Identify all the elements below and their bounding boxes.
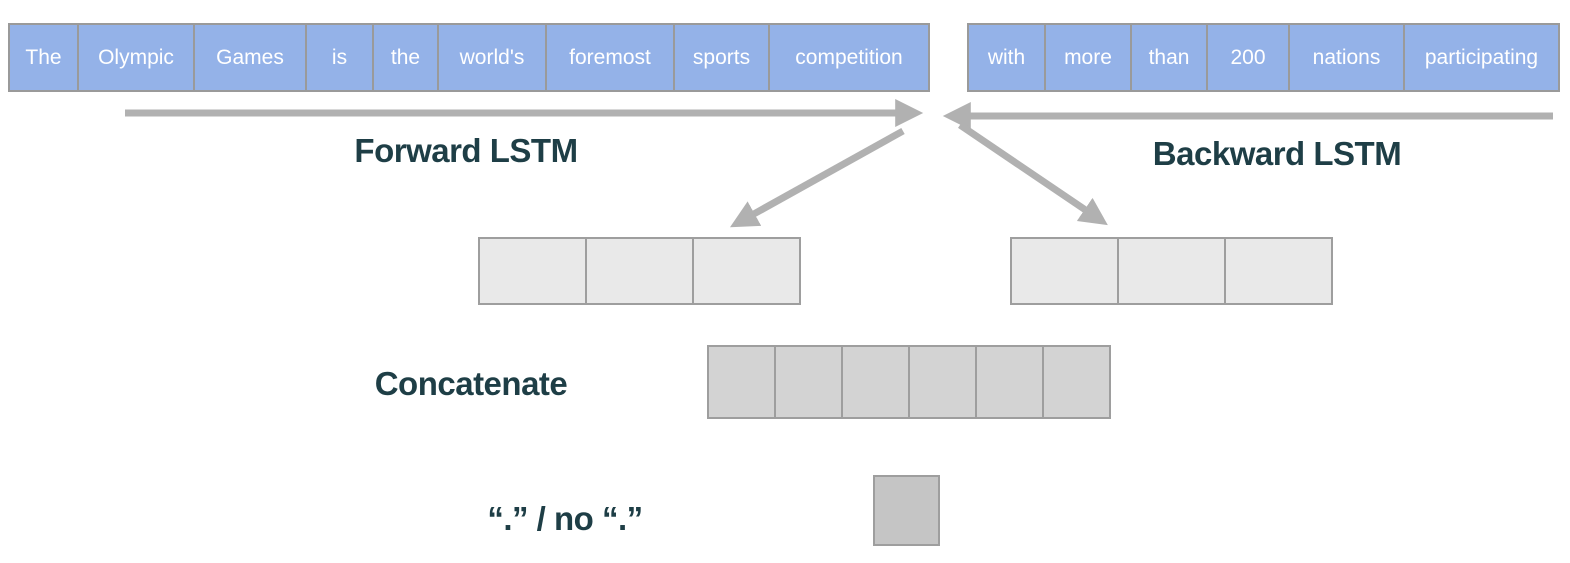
word-cell: nations [1288, 23, 1405, 92]
concat-cell [707, 345, 776, 419]
word-cell: competition [768, 23, 930, 92]
word-cell: sports [673, 23, 770, 92]
concat-cell [1042, 345, 1111, 419]
left-hidden-state-row [478, 237, 801, 305]
concat-cell [774, 345, 843, 419]
hidden-state-cell [1117, 237, 1226, 305]
hidden-state-cell [585, 237, 694, 305]
word-cell: foremost [545, 23, 675, 92]
hidden-state-cell [1224, 237, 1333, 305]
backward-lstm-label: Backward LSTM [1152, 135, 1402, 172]
word-cell: participating [1403, 23, 1560, 92]
word-cell: with [967, 23, 1046, 92]
arrow-to-left-hidden-states [729, 127, 905, 228]
word-cell: than [1130, 23, 1208, 92]
output-cell [873, 475, 940, 546]
arrow-to-right-hidden-states [958, 122, 1108, 226]
word-cell: 200 [1206, 23, 1290, 92]
forward-lstm-label: Forward LSTM [354, 132, 578, 169]
hidden-state-cell [1010, 237, 1119, 305]
concat-cell [841, 345, 910, 419]
word-cell: Olympic [77, 23, 195, 92]
word-cell: world's [437, 23, 547, 92]
output-box [873, 475, 940, 546]
output-classes-label: “.” / no “.” [487, 500, 643, 537]
word-cell: is [305, 23, 374, 92]
word-cell: Games [193, 23, 307, 92]
word-cell: The [8, 23, 79, 92]
right-hidden-state-row [1010, 237, 1333, 305]
concat-cell [908, 345, 977, 419]
concat-cell [975, 345, 1044, 419]
word-cell: more [1044, 23, 1132, 92]
concatenate-label: Concatenate [374, 365, 568, 402]
word-cell: the [372, 23, 439, 92]
concatenated-vector-row [707, 345, 1111, 419]
hidden-state-cell [478, 237, 587, 305]
hidden-state-cell [692, 237, 801, 305]
